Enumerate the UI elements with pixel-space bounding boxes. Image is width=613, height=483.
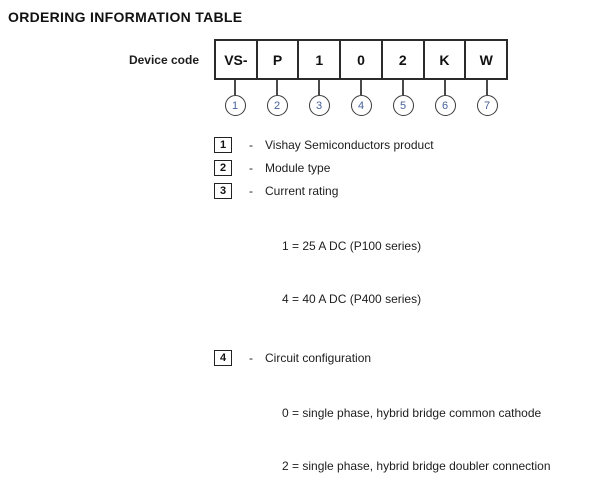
legend-item-1: 1 - Vishay Semiconductors product (214, 137, 604, 153)
position-column-3: 3 (298, 80, 340, 116)
position-circle-4: 4 (350, 95, 372, 116)
position-column-2: 2 (256, 80, 298, 116)
device-code-cell-6: K (422, 41, 465, 78)
device-code-cell-3: 1 (297, 41, 339, 78)
connector-line (276, 80, 278, 95)
position-column-7: 7 (466, 80, 508, 116)
position-circle-7: 7 (476, 95, 498, 116)
connector-line (402, 80, 404, 95)
legend: 1 - Vishay Semiconductors product 2 - Mo… (214, 137, 604, 483)
position-circles-row: 1 2 3 4 5 6 7 (214, 80, 508, 116)
device-code-cell-4: 0 (339, 41, 381, 78)
position-circle-5: 5 (392, 95, 414, 116)
legend-title-1: Vishay Semiconductors product (265, 138, 434, 152)
legend-item-2: 2 - Module type (214, 160, 604, 176)
device-code-label: Device code (128, 53, 199, 67)
legend-subline: 4 = 40 A DC (P400 series) (282, 292, 422, 306)
device-code-cell-5: 2 (380, 41, 423, 78)
device-code-cell-1: VS- (224, 51, 248, 68)
legend-dash: - (249, 138, 253, 152)
position-circle-2: 2 (266, 95, 288, 116)
legend-subline: 2 = single phase, hybrid bridge doubler … (282, 459, 551, 473)
legend-numbox-3: 3 (214, 183, 232, 199)
device-code-cell-2: P (255, 41, 298, 78)
connector-line (318, 80, 320, 95)
legend-subline: 1 = 25 A DC (P100 series) (282, 239, 422, 253)
position-circle-3: 3 (308, 95, 330, 116)
position-column-4: 4 (340, 80, 382, 116)
position-column-5: 5 (382, 80, 424, 116)
legend-title-2: Module type (265, 161, 331, 175)
legend-numbox-1: 1 (214, 137, 232, 153)
legend-title-4: Circuit configuration (265, 351, 372, 365)
connector-line (444, 80, 446, 95)
legend-item-3: 3 - Current rating 1 = 25 A DC (P100 ser… (214, 183, 604, 344)
legend-dash: - (249, 351, 253, 365)
legend-numbox-4: 4 (214, 350, 232, 366)
legend-dash: - (249, 184, 253, 198)
connector-line (486, 80, 488, 95)
connector-line (234, 80, 236, 95)
connector-line (360, 80, 362, 95)
position-circle-1: 1 (224, 95, 246, 116)
legend-numbox-2: 2 (214, 160, 232, 176)
legend-title-3: Current rating (265, 184, 339, 198)
position-column-6: 6 (424, 80, 466, 116)
legend-subline: 0 = single phase, hybrid bridge common c… (282, 406, 542, 420)
device-code-cell-7: W (464, 41, 506, 78)
position-column-1: 1 (214, 80, 256, 116)
legend-item-4: 4 - Circuit configuration 0 = single pha… (214, 350, 604, 483)
position-circle-6: 6 (434, 95, 456, 116)
page-title: ORDERING INFORMATION TABLE (8, 9, 243, 25)
device-code-table: VS- P 1 0 2 K W (214, 39, 508, 80)
legend-dash: - (249, 161, 253, 175)
